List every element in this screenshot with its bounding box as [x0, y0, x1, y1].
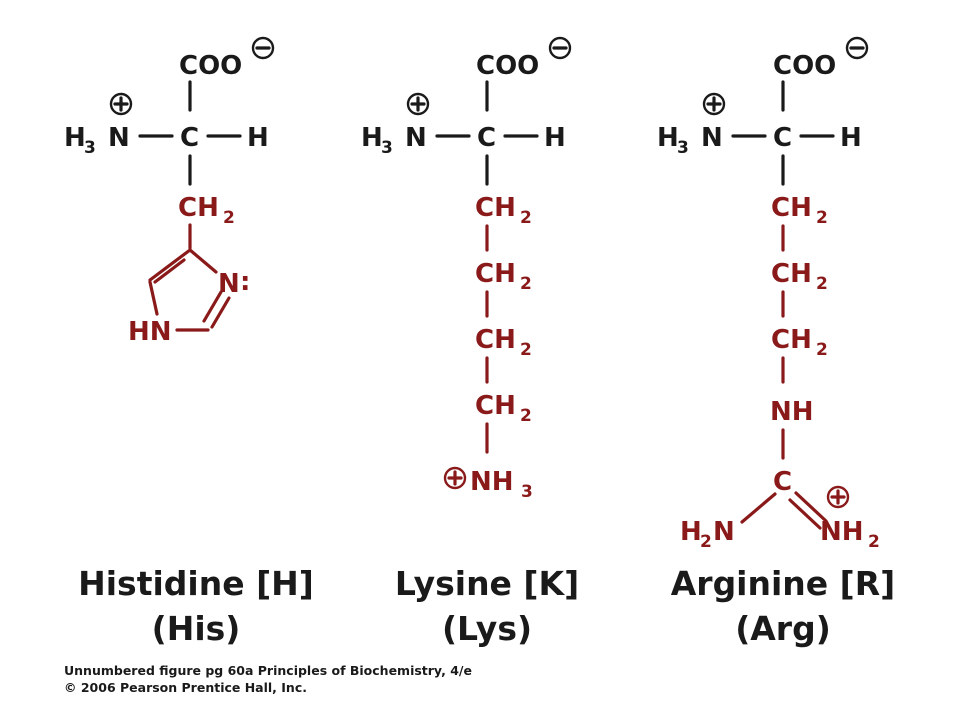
lysine-amine-h: H — [361, 123, 383, 153]
lysine-abbr: (Lys) — [442, 609, 532, 648]
lysine-side-chain: CH 2 CH 2 CH 2 CH 2 NH 3 — [443, 193, 533, 502]
histidine-lone-pair: : — [240, 267, 250, 297]
arginine-h2n-sub: 2 — [700, 532, 712, 552]
histidine-name: Histidine [H] — [78, 564, 314, 603]
lysine-ch2-4-sub: 2 — [520, 406, 532, 426]
lysine-nh3-sub: 3 — [521, 482, 533, 502]
lysine-alpha-h: H — [544, 123, 566, 153]
lysine-ch2-3: CH — [475, 325, 516, 355]
lysine-ch2-4: CH — [475, 391, 516, 421]
arginine-backbone: COO H 3 N C H — [657, 36, 869, 186]
lysine-ammonium-charge-icon — [443, 466, 467, 490]
lysine-ch2-2-sub: 2 — [520, 274, 532, 294]
histidine-side-chain: CH 2 N : HN — [128, 193, 250, 347]
arginine-nh: NH — [770, 397, 814, 427]
arginine-nh2: NH — [820, 517, 864, 547]
lysine-structure: COO H 3 N C H CH 2 CH 2 — [361, 36, 579, 648]
arginine-nh2-sub: 2 — [868, 532, 880, 552]
lysine-carboxylate: COO — [476, 51, 539, 81]
arginine-guanidinium-charge-icon — [826, 485, 850, 509]
arginine-h2n-n: N — [713, 517, 735, 547]
lysine-nh3: NH — [470, 467, 514, 497]
arginine-h2n-h: H — [680, 517, 702, 547]
lysine-carboxylate-charge-icon — [548, 36, 572, 60]
arginine-amine-n: N — [701, 123, 723, 153]
arginine-ch2-1: CH — [771, 193, 812, 223]
histidine-amine-h: H — [64, 123, 86, 153]
histidine-structure: COO H 3 N C H CH 2 — [64, 36, 314, 648]
arginine-structure: COO H 3 N C H CH 2 CH 2 — [657, 36, 896, 648]
lysine-backbone: COO H 3 N C H — [361, 36, 572, 186]
arginine-ch2-2: CH — [771, 259, 812, 289]
lysine-amine-charge-icon — [406, 92, 430, 116]
arginine-ch2-3-sub: 2 — [816, 340, 828, 360]
arginine-side-chain: CH 2 CH 2 CH 2 NH C H 2 N NH 2 — [680, 193, 880, 552]
histidine-amine-charge-icon — [109, 92, 133, 116]
arginine-abbr: (Arg) — [735, 609, 831, 648]
arginine-ch2-1-sub: 2 — [816, 208, 828, 228]
histidine-abbr: (His) — [152, 609, 241, 648]
lysine-amine-n: N — [405, 123, 427, 153]
arginine-ch2-2-sub: 2 — [816, 274, 828, 294]
histidine-carboxylate: COO — [179, 51, 242, 81]
arginine-amine-h: H — [657, 123, 679, 153]
histidine-backbone: COO H 3 N C H — [64, 36, 275, 186]
arginine-name: Arginine [R] — [671, 564, 896, 603]
lysine-ch2-1: CH — [475, 193, 516, 223]
arginine-carboxylate-charge-icon — [845, 36, 869, 60]
histidine-carboxylate-charge-icon — [251, 36, 275, 60]
lysine-amine-sub: 3 — [381, 138, 393, 158]
lysine-name: Lysine [K] — [395, 564, 579, 603]
histidine-ring-nh: HN — [128, 317, 172, 347]
histidine-alpha-h: H — [247, 123, 269, 153]
arginine-amine-charge-icon — [702, 92, 726, 116]
histidine-ch2-sub: 2 — [223, 208, 235, 228]
credit-line-1: Unnumbered figure pg 60a Principles of B… — [64, 663, 472, 678]
arginine-bond-c-h2n — [740, 492, 777, 524]
histidine-amine-sub: 3 — [84, 138, 96, 158]
arginine-double-bond-b — [788, 498, 822, 530]
imidazole-ring — [148, 248, 231, 332]
arginine-double-bond-a — [794, 491, 828, 523]
credit-line-2: © 2006 Pearson Prentice Hall, Inc. — [64, 680, 307, 695]
arginine-alpha-c: C — [773, 123, 792, 153]
figure-credit: Unnumbered figure pg 60a Principles of B… — [64, 663, 472, 695]
arginine-alpha-h: H — [840, 123, 862, 153]
histidine-ch2: CH — [178, 193, 219, 223]
arginine-amine-sub: 3 — [677, 138, 689, 158]
lysine-ch2-2: CH — [475, 259, 516, 289]
arginine-carboxylate: COO — [773, 51, 836, 81]
arginine-ch2-3: CH — [771, 325, 812, 355]
histidine-amine-n: N — [108, 123, 130, 153]
lysine-ch2-3-sub: 2 — [520, 340, 532, 360]
lysine-ch2-1-sub: 2 — [520, 208, 532, 228]
histidine-alpha-c: C — [180, 123, 199, 153]
arginine-guanidino-c: C — [773, 467, 792, 497]
lysine-alpha-c: C — [477, 123, 496, 153]
histidine-ring-n: N — [218, 269, 240, 299]
